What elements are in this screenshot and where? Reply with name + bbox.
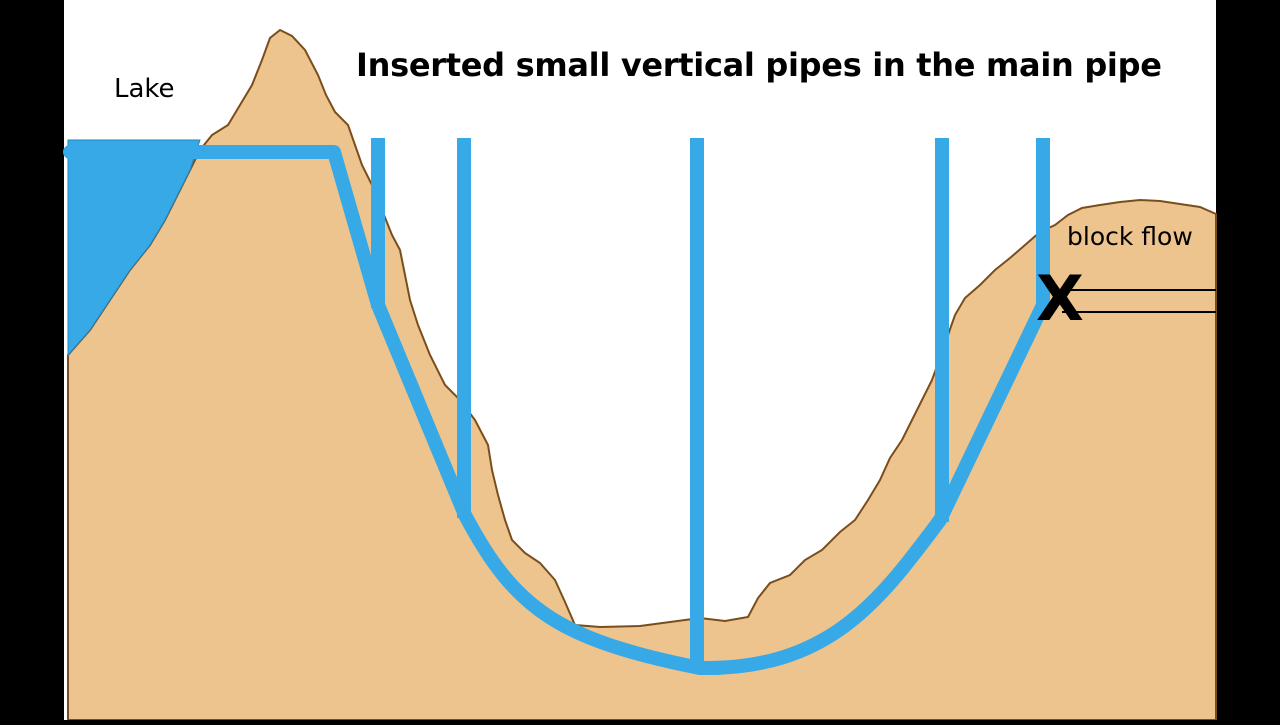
lake-label: Lake bbox=[114, 74, 175, 104]
block-marker: X bbox=[1036, 262, 1084, 335]
diagram-title: Inserted small vertical pipes in the mai… bbox=[356, 46, 1162, 84]
main-pipe bbox=[63, 145, 1050, 676]
left-letterbox-bar bbox=[0, 0, 64, 720]
lake-water bbox=[67, 139, 201, 357]
block-flow-label: block flow bbox=[1067, 222, 1193, 251]
right-letterbox-bar bbox=[1216, 0, 1280, 720]
